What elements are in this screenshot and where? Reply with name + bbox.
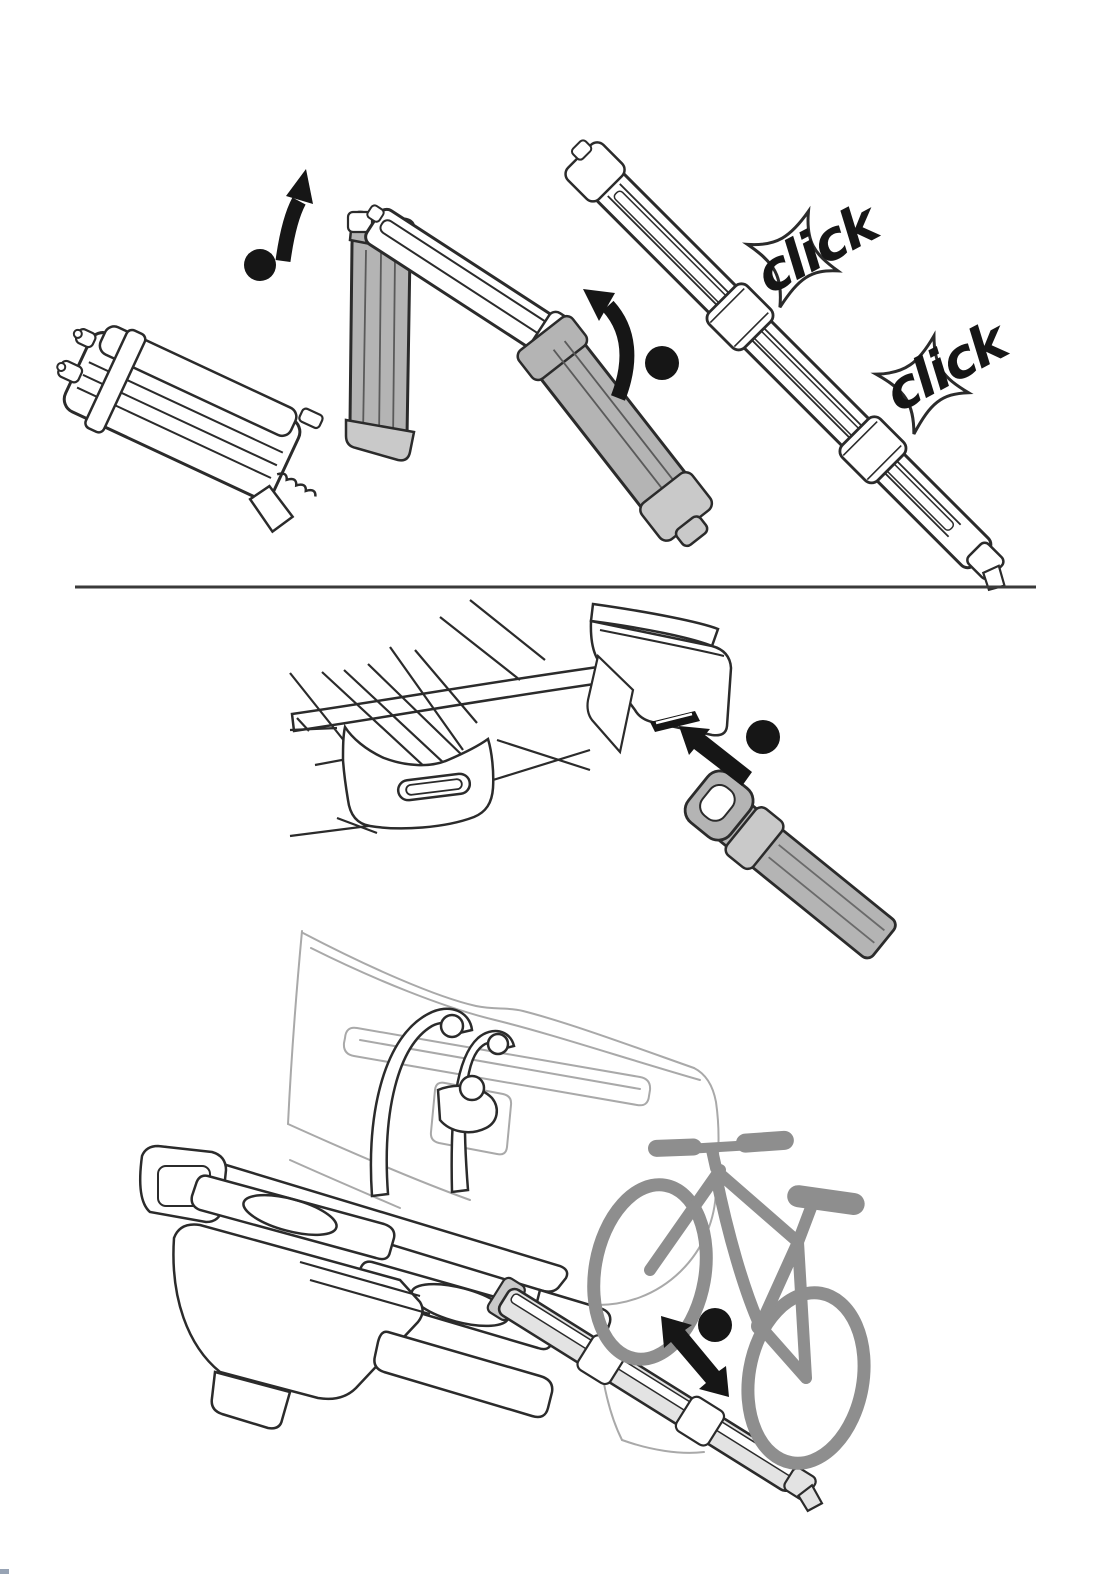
- figure-attach-ramp: [289, 599, 897, 960]
- bike-rear-wheel: [741, 1286, 871, 1470]
- half-unfolded-ramp: [344, 204, 714, 548]
- left-bracket: [341, 723, 495, 830]
- clamp-knob: [486, 1032, 510, 1056]
- step-marker-dot: [645, 346, 679, 380]
- license-plate: [429, 1081, 513, 1156]
- click-burst-icon: [741, 205, 843, 309]
- carrier-end-panel: [586, 602, 733, 755]
- clamp-knob: [439, 1013, 465, 1039]
- click-label: click: [875, 307, 1021, 425]
- loading-ramp: [486, 1276, 824, 1513]
- insert-annotation: [679, 720, 780, 786]
- carrier-platform: [139, 1144, 612, 1430]
- wheel-tray-1: [190, 1174, 396, 1261]
- strap-slot: [396, 772, 472, 802]
- click-label: click: [746, 189, 892, 307]
- roll-direction-arrow: [661, 1316, 729, 1397]
- bike-saddle: [787, 1185, 865, 1215]
- step-marker-dot: [244, 249, 276, 281]
- wheel-strap-1: [242, 1193, 338, 1237]
- bike-front-wheel: [587, 1178, 713, 1366]
- rotate-up-arrow-2-head: [583, 289, 615, 321]
- roll-annotation: [661, 1308, 732, 1397]
- carrier-handle-band: [290, 660, 639, 733]
- bike-frame: [644, 1144, 818, 1384]
- rotate-up-arrow-2: [602, 300, 635, 401]
- figure-load-bike: [139, 930, 871, 1513]
- bike-crank: [751, 1317, 769, 1335]
- platform-ribs: [289, 599, 591, 838]
- rotate-up-arrow-head: [286, 169, 313, 204]
- step1-annotation: [244, 169, 313, 281]
- insert-arrow: [679, 726, 752, 786]
- ramp-foot: [248, 484, 295, 534]
- rotate-up-arrow: [275, 197, 306, 263]
- figure-unfold-ramp: click click: [56, 139, 1021, 592]
- side-skirt: [172, 1223, 424, 1401]
- hinge-clamp-1: [705, 282, 775, 352]
- carrier-mast: [369, 1007, 516, 1198]
- wheel-arch: [596, 1189, 717, 1307]
- scan-artifact: [0, 1569, 9, 1574]
- ramp-strap-end: [683, 769, 897, 960]
- clamp-knob: [458, 1074, 486, 1102]
- strap-slot-dark: [650, 711, 700, 732]
- step-marker-dot: [698, 1308, 732, 1342]
- click-burst-icon: [870, 330, 974, 435]
- unfolded-ramp: [564, 139, 1006, 592]
- spring-coil: [276, 472, 317, 497]
- bike-silhouette: [587, 1130, 871, 1470]
- bike-grip: [735, 1130, 794, 1153]
- hinge-clamp-2: [838, 415, 908, 485]
- folded-ramp: [56, 325, 324, 534]
- bike-grip: [648, 1138, 702, 1157]
- plate-recess: [342, 1026, 652, 1107]
- step2-annotation: [583, 289, 679, 401]
- step-marker-dot: [746, 720, 780, 754]
